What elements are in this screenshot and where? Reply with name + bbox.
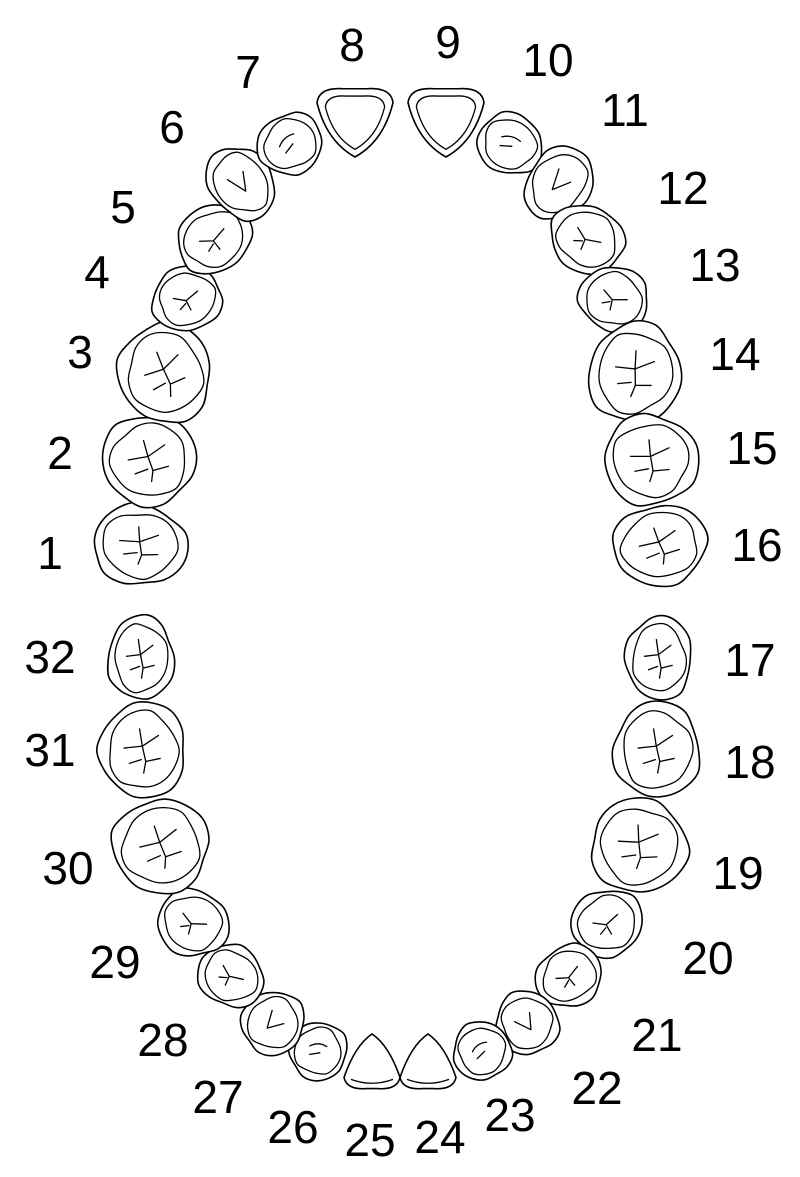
tooth-3 <box>115 320 211 424</box>
tooth-label-19: 19 <box>712 847 763 899</box>
tooth-label-21: 21 <box>631 1009 682 1061</box>
tooth-label-14: 14 <box>709 328 760 380</box>
tooth-label-18: 18 <box>724 736 775 788</box>
tooth-label-3: 3 <box>67 326 93 378</box>
tooth-12 <box>550 204 627 276</box>
tooth-label-20: 20 <box>682 932 733 984</box>
tooth-5 <box>177 204 254 275</box>
tooth-13 <box>576 266 648 334</box>
teeth-layer <box>93 87 709 1090</box>
tooth-14 <box>587 319 683 422</box>
tooth-22 <box>494 990 561 1056</box>
tooth-label-2: 2 <box>47 427 73 479</box>
tooth-label-5: 5 <box>110 181 136 233</box>
tooth-17 <box>623 614 692 701</box>
tooth-label-30: 30 <box>42 842 93 894</box>
tooth-label-32: 32 <box>24 631 75 683</box>
tooth-19 <box>590 797 691 893</box>
tooth-16 <box>611 504 709 588</box>
tooth-label-24: 24 <box>414 1111 465 1163</box>
tooth-label-9: 9 <box>435 16 461 68</box>
tooth-28 <box>196 943 265 1009</box>
tooth-2 <box>101 416 198 509</box>
tooth-label-4: 4 <box>84 246 110 298</box>
tooth-label-26: 26 <box>267 1101 318 1153</box>
tooth-label-22: 22 <box>571 1062 622 1114</box>
tooth-11 <box>523 145 594 220</box>
tooth-31 <box>95 701 185 799</box>
tooth-8 <box>316 87 394 158</box>
tooth-label-31: 31 <box>24 724 75 776</box>
tooth-32 <box>106 613 176 700</box>
tooth-24 <box>399 1033 457 1090</box>
tooth-label-25: 25 <box>344 1114 395 1166</box>
tooth-label-23: 23 <box>484 1089 535 1141</box>
tooth-label-27: 27 <box>192 1071 243 1123</box>
tooth-label-10: 10 <box>522 34 573 86</box>
tooth-label-11: 11 <box>601 84 649 136</box>
tooth-label-17: 17 <box>724 634 775 686</box>
tooth-label-6: 6 <box>159 101 185 153</box>
tooth-label-13: 13 <box>689 239 740 291</box>
tooth-label-15: 15 <box>726 422 777 474</box>
tooth-25 <box>343 1033 401 1090</box>
tooth-29 <box>156 887 230 957</box>
tooth-7 <box>256 111 323 177</box>
tooth-10 <box>475 110 543 174</box>
tooth-18 <box>611 700 701 798</box>
tooth-1 <box>93 501 189 585</box>
tooth-9 <box>407 87 485 158</box>
tooth-15 <box>604 412 700 507</box>
tooth-label-16: 16 <box>731 519 782 571</box>
tooth-6 <box>205 148 276 223</box>
tooth-label-7: 7 <box>235 46 261 98</box>
tooth-30 <box>110 798 210 895</box>
tooth-20 <box>570 890 643 960</box>
tooth-label-29: 29 <box>89 936 140 988</box>
tooth-23 <box>452 1021 514 1081</box>
tooth-label-12: 12 <box>657 162 708 214</box>
tooth-label-1: 1 <box>37 527 63 579</box>
tooth-label-8: 8 <box>339 19 365 71</box>
tooth-label-28: 28 <box>137 1014 188 1066</box>
